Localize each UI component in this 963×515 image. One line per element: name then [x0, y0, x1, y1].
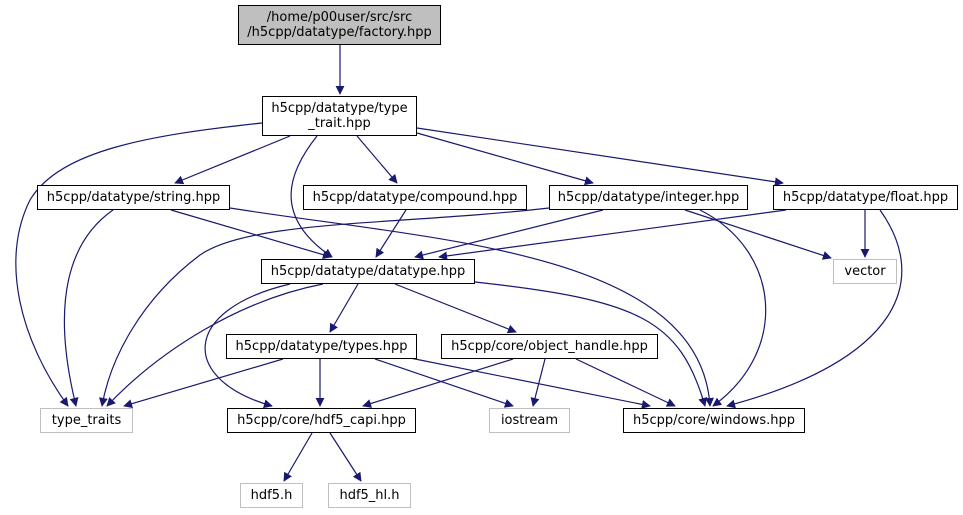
node-label: h5cpp/datatype/string.hpp: [46, 190, 221, 205]
edge-compound-to-datatype: [375, 209, 407, 258]
edge-integer-to-type_traits: [98, 207, 550, 407]
node-label: h5cpp/datatype/compound.hpp: [312, 190, 518, 205]
node-label: vector: [844, 264, 886, 279]
node-label: h5cpp/datatype/integer.hpp: [557, 190, 740, 205]
node-label: h5cpp/datatype/type _trait.hpp: [271, 101, 408, 131]
edge-types-to-iostream: [374, 358, 514, 408]
node-label: iostream: [500, 413, 559, 428]
edge-datatype-to-windows: [474, 281, 708, 407]
node-type-traits: type_traits: [40, 408, 133, 433]
node-vector: vector: [833, 259, 897, 284]
node-types[interactable]: h5cpp/datatype/types.hpp: [226, 334, 417, 359]
node-hdf5-hl-h: hdf5_hl.h: [328, 483, 411, 508]
node-label: h5cpp/core/hdf5_capi.hpp: [237, 413, 406, 428]
edge-object_handle-to-iostream: [530, 358, 546, 407]
node-string[interactable]: h5cpp/datatype/string.hpp: [37, 185, 230, 210]
edge-float-to-datatype: [438, 209, 787, 261]
edge-object_handle-to-windows: [575, 358, 676, 407]
node-float[interactable]: h5cpp/datatype/float.hpp: [773, 185, 958, 210]
node-label: h5cpp/datatype/types.hpp: [235, 339, 408, 354]
edge-integer-to-windows: [699, 209, 767, 407]
node-factory[interactable]: /home/p00user/src/src /h5cpp/datatype/fa…: [238, 5, 441, 45]
edge-datatype-to-types: [329, 283, 359, 333]
edge-object_handle-to-hdf5_capi: [362, 358, 514, 408]
node-label: /home/p00user/src/src /h5cpp/datatype/fa…: [247, 10, 432, 40]
edge-hdf5_capi-to-hdf5_h: [283, 432, 313, 482]
edge-type_trait-to-float: [416, 127, 784, 187]
node-datatype[interactable]: h5cpp/datatype/datatype.hpp: [261, 259, 475, 284]
node-integer[interactable]: h5cpp/datatype/integer.hpp: [549, 185, 748, 210]
edge-type_trait-to-type_traits: [15, 122, 263, 407]
node-label: h5cpp/datatype/datatype.hpp: [270, 264, 466, 279]
edge-datatype-to-type_traits: [106, 283, 324, 407]
node-label: h5cpp/datatype/float.hpp: [782, 190, 949, 205]
edge-integer-to-datatype: [414, 209, 604, 260]
node-label: hdf5.h: [250, 488, 293, 503]
node-hdf5-capi[interactable]: h5cpp/core/hdf5_capi.hpp: [227, 408, 416, 433]
edge-string-to-datatype: [170, 209, 332, 260]
edge-types-to-type_traits: [123, 358, 284, 409]
edge-datatype-to-hdf5_capi: [204, 283, 291, 409]
node-type-trait[interactable]: h5cpp/datatype/type _trait.hpp: [262, 96, 417, 136]
edge-types-to-windows: [404, 356, 651, 409]
edge-type_trait-to-integer: [416, 132, 594, 186]
node-windows[interactable]: h5cpp/core/windows.hpp: [623, 408, 805, 433]
edge-type_trait-to-datatype: [290, 135, 333, 258]
node-label: type_traits: [51, 413, 122, 428]
edge-type_trait-to-compound: [356, 135, 398, 184]
node-label: hdf5_hl.h: [339, 488, 400, 503]
edge-datatype-to-object_handle: [394, 283, 517, 334]
node-compound[interactable]: h5cpp/datatype/compound.hpp: [303, 185, 527, 210]
node-label: h5cpp/core/windows.hpp: [632, 413, 796, 428]
node-label: h5cpp/core/object_handle.hpp: [451, 339, 648, 354]
node-object-handle[interactable]: h5cpp/core/object_handle.hpp: [441, 334, 658, 359]
edge-type_trait-to-string: [174, 135, 291, 185]
edge-string-to-windows: [229, 207, 714, 407]
node-iostream: iostream: [489, 408, 570, 433]
edge-string-to-type_traits: [63, 209, 114, 407]
edge-hdf5_capi-to-hdf5_hl_h: [329, 432, 362, 482]
edge-integer-to-vector: [684, 209, 832, 260]
edge-float-to-windows: [726, 209, 903, 409]
node-hdf5-h: hdf5.h: [240, 483, 303, 508]
